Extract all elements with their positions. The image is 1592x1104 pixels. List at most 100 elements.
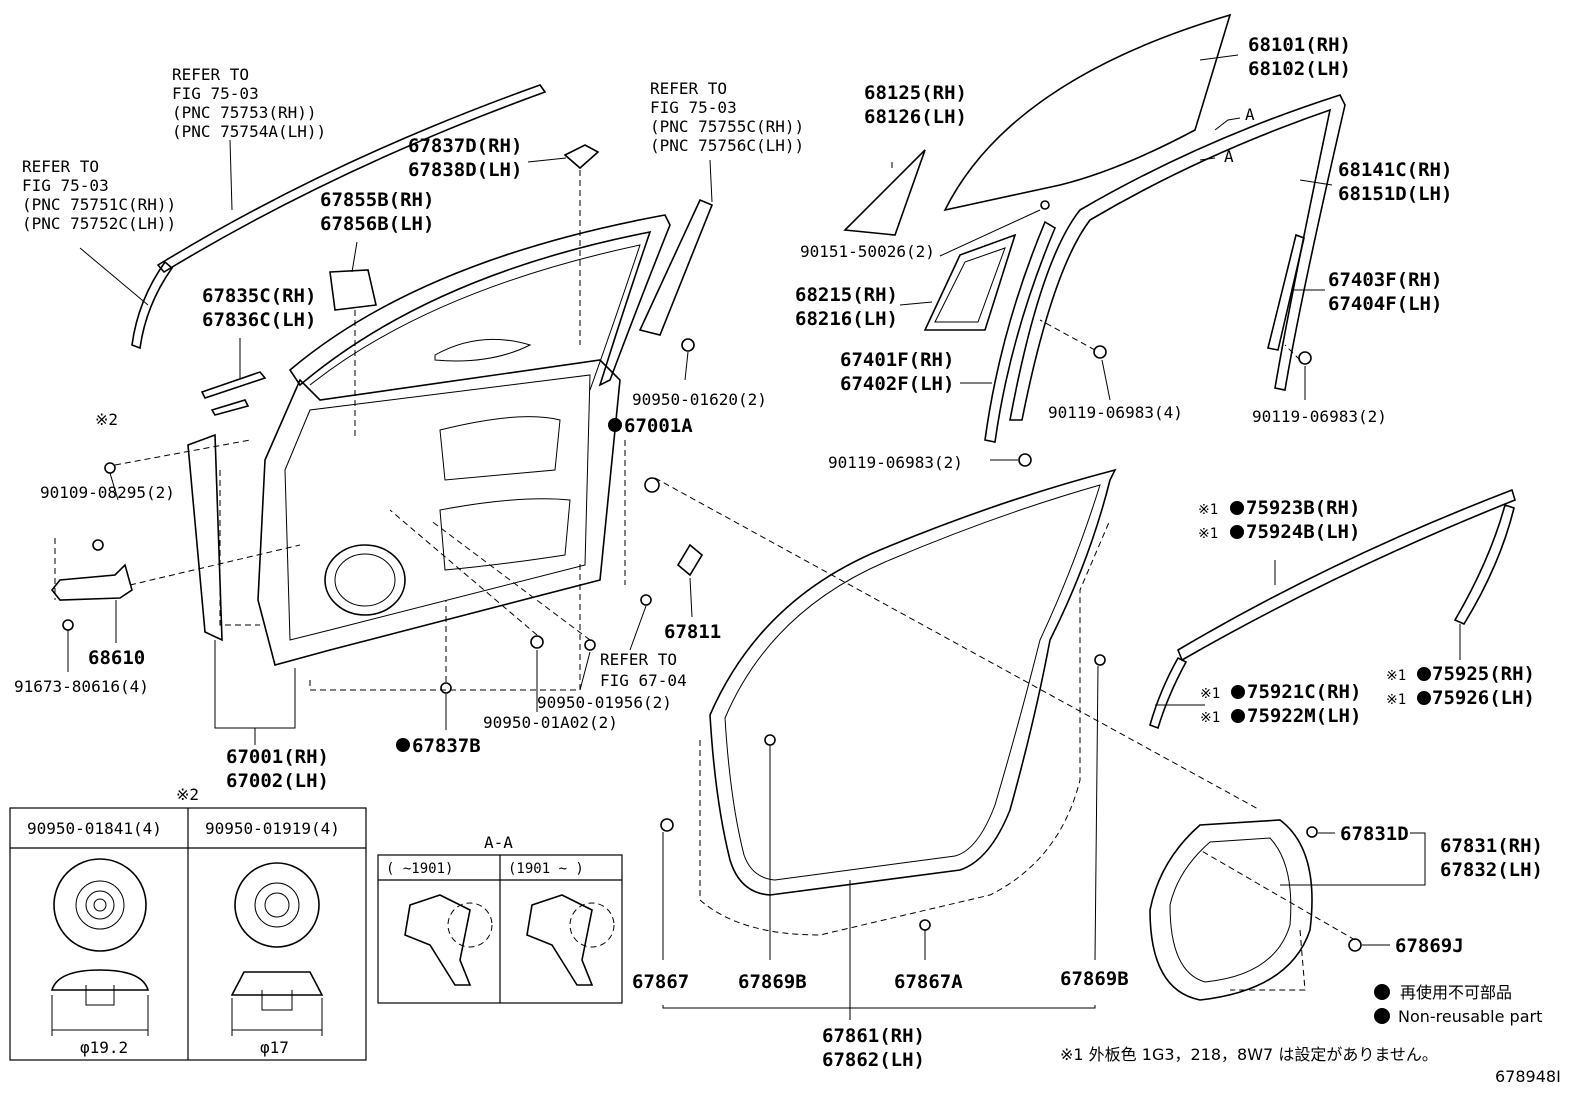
division-bar-rear [1267, 233, 1305, 351]
label-67001-rh: 67001(RH) [226, 746, 329, 768]
label-68101-lh: 68102(LH) [1248, 58, 1351, 80]
section-aa-profile-2 [526, 894, 594, 986]
label-mark2: ※2 [95, 410, 118, 429]
clip-90950-01956 [584, 639, 596, 651]
clip-90950-01620 [681, 338, 695, 352]
detail-col1-dim: φ19.2 [80, 1038, 128, 1057]
label-67831d: 67831D [1340, 823, 1409, 845]
label-refer-75755-l1: REFER TO [650, 79, 727, 98]
label-68101-rh: 68101(RH) [1248, 34, 1351, 56]
label-67835c-lh: 67836C(LH) [202, 309, 316, 331]
label-67837d-lh: 67838D(LH) [408, 159, 522, 181]
label-90109: 90109-08295(2) [40, 483, 175, 502]
label-refer-75751-l1: REFER TO [22, 157, 99, 176]
label-refer-75753-l3: (PNC 75753(RH)) [172, 103, 317, 122]
label-refer-75755-l2: FIG 75-03 [650, 98, 737, 117]
label-refer-75755-l4: (PNC 75756C(LH)) [650, 136, 804, 155]
clip-67869j [1348, 938, 1362, 952]
weatherstrip-dash-outline [699, 519, 1111, 936]
non-reusable-dot-75921c [1231, 685, 1245, 699]
label-67401f-lh: 67402F(LH) [840, 373, 954, 395]
clip-67867 [660, 818, 674, 832]
detail-col2-header: 90950-01919(4) [205, 819, 340, 838]
label-67001a: 67001A [624, 415, 693, 437]
label-75925-rh: 75925(RH) [1432, 663, 1535, 685]
label-arrow-a1: A [1245, 105, 1255, 124]
label-refer-75755-l3: (PNC 75755C(RH)) [650, 117, 804, 136]
label-refer-6704-l2: FIG 67-04 [600, 671, 687, 690]
clip-67837b [440, 682, 452, 694]
label-90950-01a02: 90950-01A02(2) [483, 713, 618, 732]
legend-line2: Non-reusable part [1398, 1007, 1542, 1026]
legend-dot-2 [1374, 1008, 1390, 1024]
label-refer-75753-l1: REFER TO [172, 65, 249, 84]
label-67831-lh: 67832(LH) [1440, 859, 1543, 881]
speaker-hole-inner [334, 553, 396, 607]
label-67869b-a: 67869B [738, 971, 807, 993]
door-sash-outer [288, 214, 671, 387]
pillar-moulding-strip [131, 260, 174, 350]
bracket-67855b [329, 269, 377, 311]
label-refer-75753-l4: (PNC 75754A(LH)) [172, 122, 326, 141]
quarter-glass [843, 149, 926, 236]
detail-col2-dim: φ17 [260, 1038, 289, 1057]
door-weatherstrip-inner [724, 484, 1101, 881]
label-68141c-rh: 68141C(RH) [1338, 159, 1452, 181]
sticker-67811 [676, 543, 704, 577]
label-91673: 91673-80616(4) [14, 677, 149, 696]
legend: 再使用不可部品 Non-reusable part ※1 外板色 1G3，218… [1060, 983, 1561, 1086]
grommet-2-side [230, 971, 324, 996]
division-bar-front [984, 220, 1057, 443]
leader-lines [54, 54, 1461, 1020]
label-mark1-75923b: ※1 [1198, 502, 1218, 518]
legend-note: ※1 外板色 1G3，218，8W7 は設定がありません。 [1060, 1045, 1438, 1064]
label-75925-lh: 75926(LH) [1432, 687, 1535, 709]
label-68125-lh: 68126(LH) [864, 106, 967, 128]
quarter-window-frame-inner [934, 247, 1006, 323]
label-mark1-75925: ※1 [1386, 668, 1406, 684]
clip-90950-01a02 [530, 635, 544, 649]
non-reusable-dot-75923b [1230, 501, 1244, 515]
label-75921c-rh: 75921C(RH) [1247, 681, 1361, 703]
label-mark1-75922m: ※1 [1200, 710, 1220, 726]
section-aa-title: A-A [484, 833, 513, 852]
label-68215-rh: 68215(RH) [795, 284, 898, 306]
clip-90109 [104, 462, 116, 474]
label-67861-rh: 67861(RH) [822, 1025, 925, 1047]
label-refer-75751-l3: (PNC 75751C(RH)) [22, 195, 176, 214]
part-drawings [50, 13, 1516, 1001]
label-67403f-rh: 67403F(RH) [1328, 269, 1442, 291]
label-67861-lh: 67862(LH) [822, 1049, 925, 1071]
detail-col1-header: 90950-01841(4) [27, 819, 162, 838]
speaker-hole [324, 544, 406, 616]
label-mark1-75921c: ※1 [1200, 686, 1220, 702]
service-hole-2 [439, 498, 571, 571]
glass-run-channel [1009, 94, 1346, 421]
grommet-1-top [53, 858, 147, 952]
clip-67867a [919, 919, 931, 931]
label-90119-2a: 90119-06983(2) [1252, 407, 1387, 426]
nut-67001a [644, 477, 660, 493]
section-aa: A-A ( ~1901) (1901 ~ ) [377, 833, 623, 1004]
label-75921c-lh: 75922M(LH) [1247, 705, 1361, 727]
door-weatherstrip [709, 468, 1117, 896]
label-67869j: 67869J [1395, 935, 1464, 957]
door-handle-cutout [434, 338, 532, 362]
label-68141c-lh: 68151D(LH) [1338, 183, 1452, 205]
pillar-garnish [638, 198, 714, 336]
diagram-id: 678948I [1495, 1067, 1561, 1086]
quarter-window-frame [923, 233, 1017, 331]
label-67403f-lh: 67404F(LH) [1328, 293, 1442, 315]
clip-refer-6704 [640, 594, 652, 606]
label-90950-01620: 90950-01620(2) [632, 390, 767, 409]
part-labels: REFER TO FIG 75-03 (PNC 75753(RH)) (PNC … [14, 34, 1543, 1071]
label-67811: 67811 [664, 621, 721, 643]
grommet-1-side [50, 969, 150, 991]
label-67001-lh: 67002(LH) [226, 770, 329, 792]
legend-line1: 再使用不可部品 [1400, 983, 1512, 1002]
legend-dot [1374, 984, 1390, 1000]
belt-strip-lower [210, 399, 250, 416]
section-aa-profile-1 [404, 894, 472, 986]
door-glass [943, 13, 1232, 212]
